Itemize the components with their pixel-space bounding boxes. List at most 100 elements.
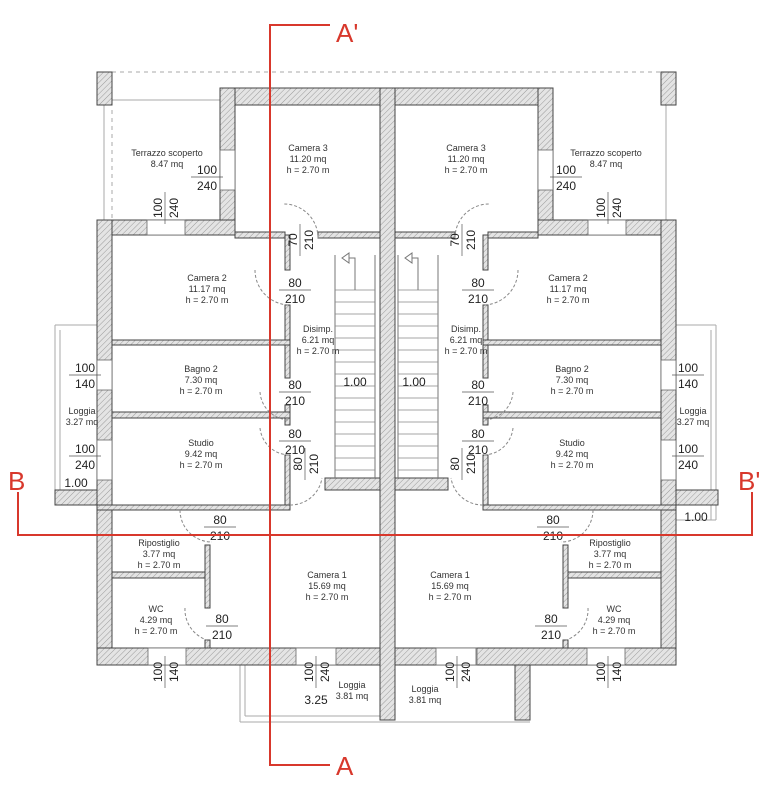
opening-width: 100 xyxy=(302,662,316,682)
opening-width: 80 xyxy=(471,427,485,441)
room-name: Bagno 2 xyxy=(555,364,589,374)
opening-height: 210 xyxy=(307,454,321,474)
arrow-icon xyxy=(404,252,413,264)
section-line-a xyxy=(269,24,330,766)
room-name: Ripostiglio xyxy=(589,538,631,548)
center-wall xyxy=(379,87,396,721)
arrow-icon xyxy=(341,252,350,264)
opening-width: 100 xyxy=(678,361,698,375)
opening-width: 80 xyxy=(448,457,462,471)
wall xyxy=(562,639,569,649)
room-name: Camera 2 xyxy=(548,273,588,283)
room-name: Studio xyxy=(559,438,585,448)
room-height: h = 2.70 m xyxy=(287,165,330,175)
stair-width-right: 1.00 xyxy=(402,375,426,389)
measures: 1.00 1.00 1.00 1.00 3.25 xyxy=(64,375,708,707)
opening-height: 240 xyxy=(556,179,576,193)
stairs xyxy=(334,252,439,478)
section-label-b: B xyxy=(8,466,25,496)
wall xyxy=(96,71,113,106)
room-height: h = 2.70 m xyxy=(445,346,488,356)
stair-direction-arrow xyxy=(412,257,419,290)
door-swings xyxy=(179,203,594,641)
stair-direction-arrow xyxy=(349,257,356,290)
room-area: 3.81 mq xyxy=(336,691,369,701)
walls xyxy=(54,71,719,721)
room-area: 3.77 mq xyxy=(143,549,176,559)
window xyxy=(586,647,626,666)
window xyxy=(147,647,187,666)
room-height: h = 2.70 m xyxy=(593,626,636,636)
opening-height: 210 xyxy=(464,230,478,250)
opening-height: 240 xyxy=(75,458,95,472)
opening-width: 100 xyxy=(75,442,95,456)
room-name: Terrazzo scoperto xyxy=(570,148,642,158)
wall xyxy=(204,544,211,609)
room-area: 15.69 mq xyxy=(308,581,346,591)
room-name: Disimp. xyxy=(451,324,481,334)
window xyxy=(96,439,113,481)
wall xyxy=(111,411,291,419)
opening-width: 80 xyxy=(291,457,305,471)
opening-height: 140 xyxy=(610,662,624,682)
wall xyxy=(392,647,677,666)
room-name: Camera 1 xyxy=(430,570,470,580)
door-swing-mirrored xyxy=(482,391,514,421)
opening-height: 210 xyxy=(285,394,305,408)
room-area: 9.42 mq xyxy=(556,449,589,459)
room-name: Camera 3 xyxy=(288,143,328,153)
opening-width: 80 xyxy=(544,612,558,626)
wall xyxy=(562,544,569,609)
opening-height: 210 xyxy=(302,230,316,250)
window xyxy=(660,439,677,481)
wall xyxy=(660,71,677,106)
room-height: h = 2.70 m xyxy=(589,560,632,570)
opening-width: 80 xyxy=(471,378,485,392)
wall xyxy=(96,647,381,666)
wall xyxy=(111,571,211,579)
opening-width: 80 xyxy=(288,427,302,441)
room-height: h = 2.70 m xyxy=(547,295,590,305)
wall xyxy=(219,87,381,106)
room-height: h = 2.70 m xyxy=(180,460,223,470)
wall xyxy=(675,489,719,506)
room-name: Loggia xyxy=(411,684,438,694)
opening-width: 80 xyxy=(471,276,485,290)
room-height: h = 2.70 m xyxy=(297,346,340,356)
room-area: 3.27 mq xyxy=(66,417,99,427)
opening-height: 210 xyxy=(468,443,488,457)
room-area: 7.30 mq xyxy=(556,375,589,385)
room-height: h = 2.70 m xyxy=(306,592,349,602)
room-height: h = 2.70 m xyxy=(186,295,229,305)
opening-height: 240 xyxy=(318,662,332,682)
room-height: h = 2.70 m xyxy=(180,386,223,396)
room-name: Loggia xyxy=(68,406,95,416)
room-name: Bagno 2 xyxy=(184,364,218,374)
opening-width: 80 xyxy=(288,276,302,290)
section-label-a-bottom: A xyxy=(336,751,354,781)
